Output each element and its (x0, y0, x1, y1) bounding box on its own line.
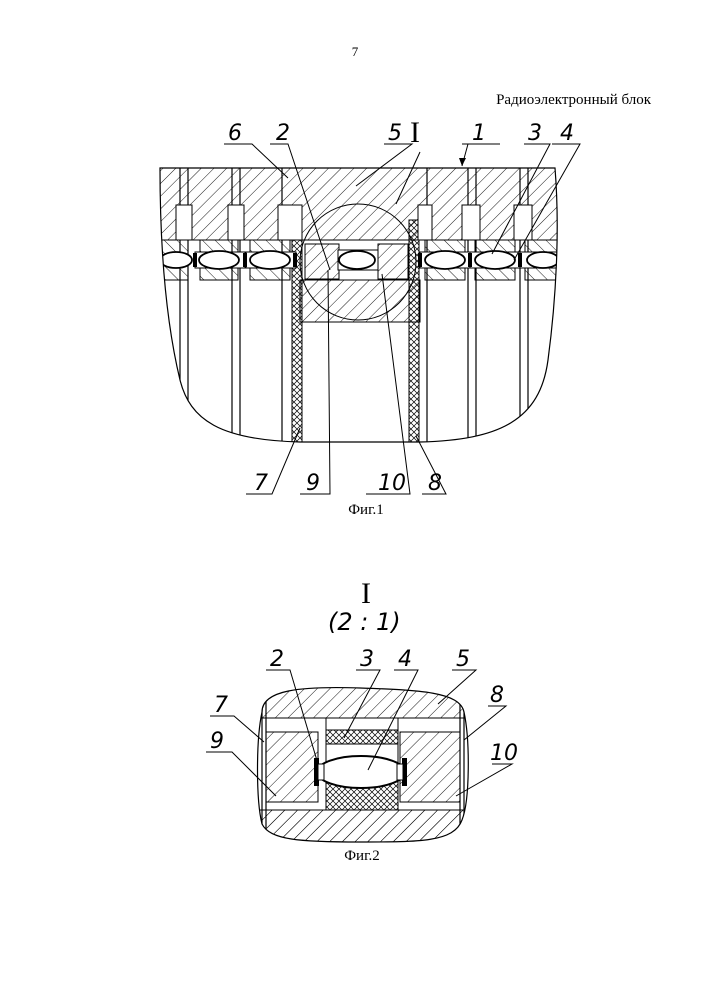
fig2-label-10: 10 (490, 741, 518, 766)
fig2-label-5: 5 (456, 647, 470, 672)
fig1-label-6: 6 (228, 121, 242, 146)
fig2-label-3: 3 (360, 647, 374, 672)
fig2-detail-mark: I (361, 577, 371, 610)
figure-2: I (2 : 1) (206, 577, 518, 850)
fig1-detail-mark: I (410, 116, 420, 149)
fig1-label-7: 7 (254, 471, 268, 496)
figure-1: 6 2 5 I 1 3 4 7 9 10 8 (160, 116, 580, 496)
fig2-label-2: 2 (270, 647, 284, 672)
fig1-label-2: 2 (276, 121, 290, 146)
fig2-scale: (2 : 1) (328, 608, 401, 636)
fig2-label-9: 9 (210, 729, 224, 754)
fig1-label-5: 5 (388, 121, 402, 146)
fig1-label-3: 3 (528, 121, 542, 146)
fig2-label-7: 7 (214, 693, 228, 718)
fig1-label-9: 9 (306, 471, 320, 496)
fig1-label-4: 4 (560, 121, 574, 146)
fig1-label-1: 1 (472, 121, 486, 146)
fig2-label-4: 4 (398, 647, 412, 672)
figure-2-caption: Фиг.2 (322, 848, 402, 865)
fig1-label-8: 8 (428, 471, 442, 496)
fig1-label-10: 10 (378, 471, 406, 496)
fig2-label-8: 8 (490, 683, 504, 708)
figure-1-caption: Фиг.1 (326, 502, 406, 519)
